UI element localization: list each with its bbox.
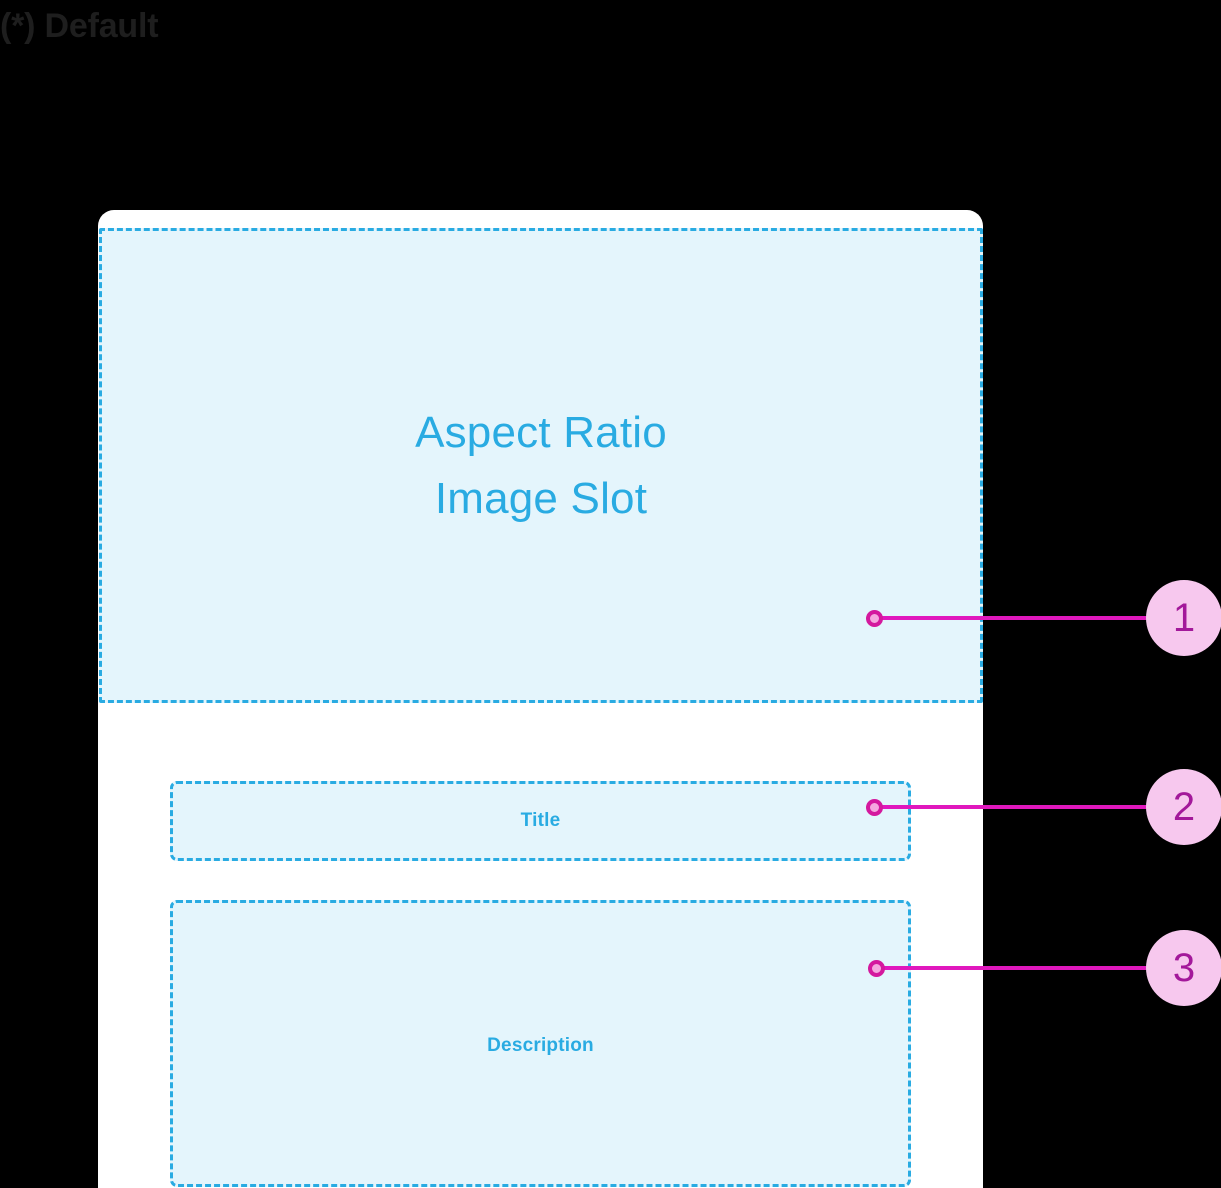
title-slot[interactable]: Title — [170, 781, 911, 861]
callout-1-line — [874, 616, 1159, 620]
image-slot-label-line-1: Aspect Ratio — [415, 408, 667, 458]
description-slot[interactable]: Description — [170, 900, 911, 1187]
callout-1-badge[interactable]: 1 — [1146, 580, 1221, 656]
callout-1-dot — [866, 610, 883, 627]
page-title: (*) Default — [0, 7, 159, 45]
callout-2-badge[interactable]: 2 — [1146, 769, 1221, 845]
callout-2-line — [874, 805, 1159, 809]
callout-2-number: 2 — [1172, 785, 1196, 829]
callout-3-number: 3 — [1172, 946, 1196, 990]
image-slot-label: Aspect Ratio Image Slot — [415, 400, 667, 530]
callout-3-badge[interactable]: 3 — [1146, 930, 1221, 1006]
callout-1-number: 1 — [1172, 596, 1196, 640]
image-slot-label-line-2: Image Slot — [434, 473, 648, 523]
image-slot[interactable]: Aspect Ratio Image Slot — [99, 228, 983, 703]
callout-3-dot — [868, 960, 885, 977]
callout-3-line — [876, 966, 1159, 970]
title-slot-label: Title — [520, 810, 561, 831]
description-slot-label: Description — [487, 1035, 594, 1056]
callout-2-dot — [866, 799, 883, 816]
